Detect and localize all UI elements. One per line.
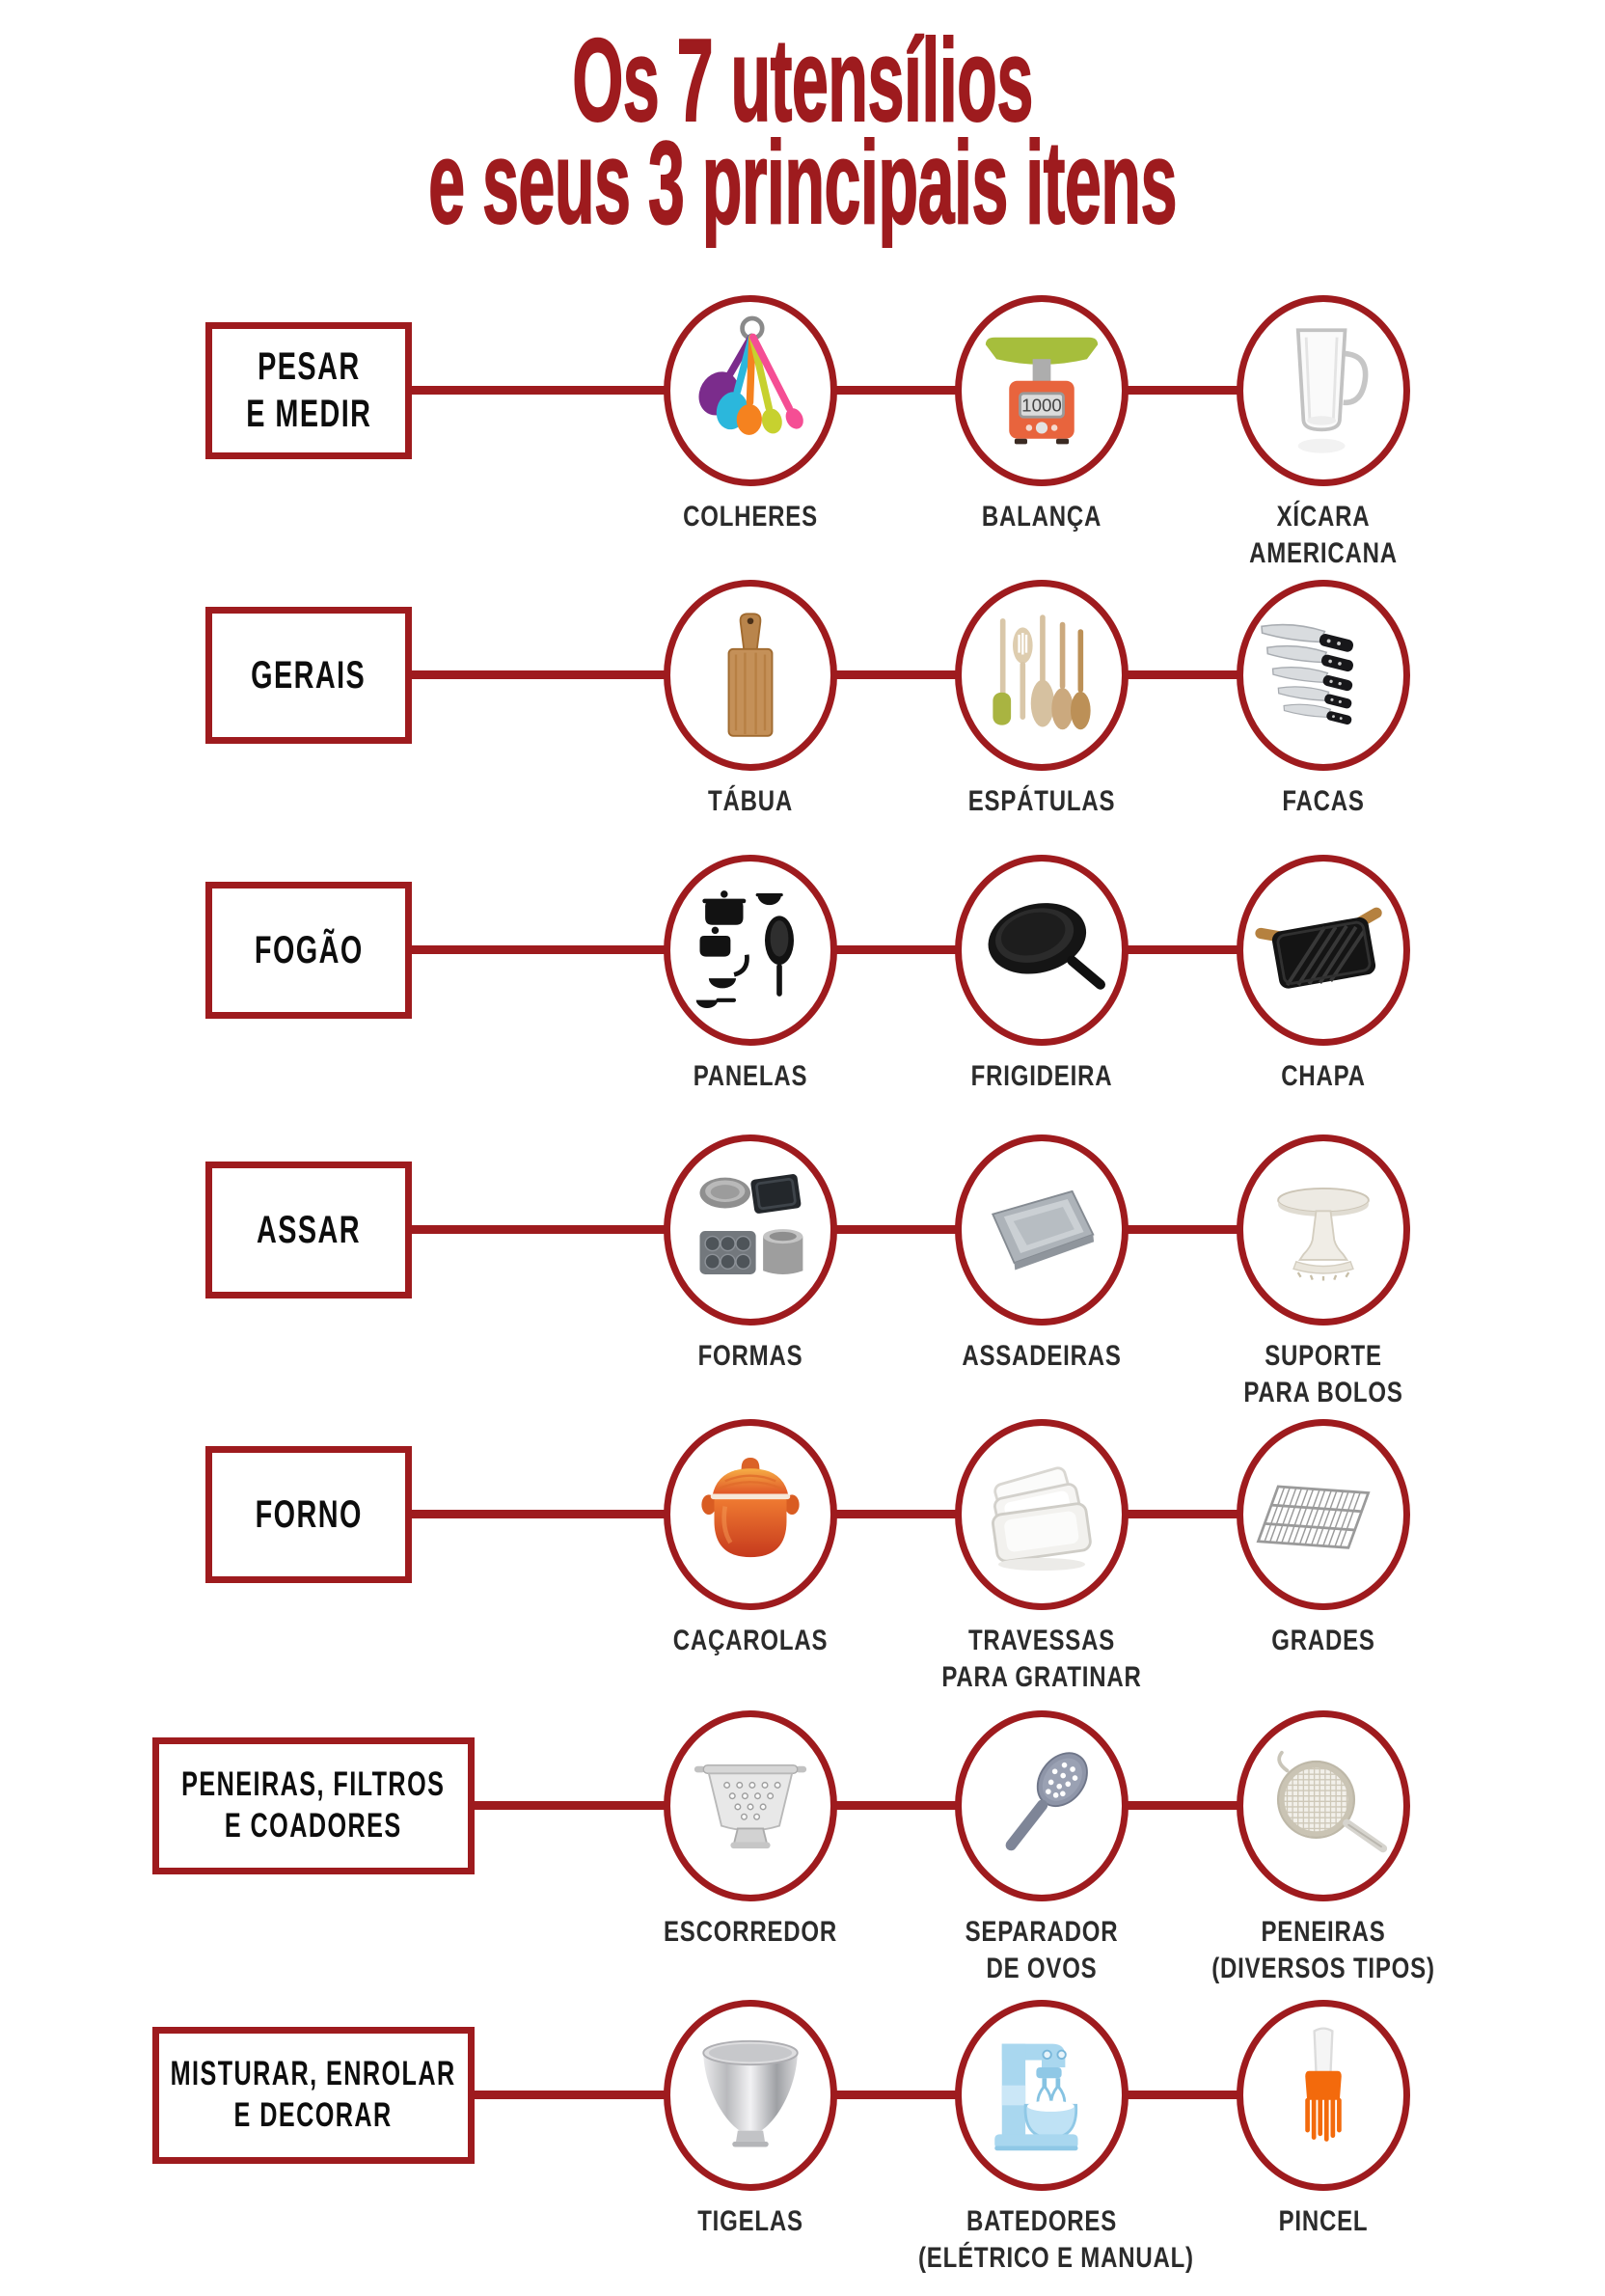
item-label: SUPORTE PARA BOLOS	[1243, 1340, 1403, 1408]
category-box: PENEIRAS, FILTROS E COADORES	[152, 1737, 475, 1874]
page-title: Os 7 utensílios e seus 3 principais iten…	[0, 14, 1605, 248]
title-line-2: e seus 3 principais itens	[428, 117, 1178, 248]
frying-pan-icon	[988, 903, 1105, 990]
item-label: FRIGIDEIRA	[970, 1060, 1113, 1092]
item-circle	[664, 295, 837, 486]
kitchen-scale-icon: 1000	[985, 337, 1099, 445]
category-box: GERAIS	[205, 607, 412, 744]
item-circle	[664, 2000, 837, 2191]
category-box: FOGÃO	[205, 882, 412, 1019]
item-label: SEPARADOR DE OVOS	[965, 1916, 1119, 1984]
item-label: ESPÁTULAS	[967, 785, 1116, 817]
item-circle	[1237, 1710, 1410, 1901]
item-label: FACAS	[1282, 785, 1365, 817]
baking-tins-icon	[699, 1174, 803, 1274]
baking-tray-icon	[991, 1189, 1095, 1271]
category-label: MISTURAR, ENROLAR E DECORAR	[170, 2055, 457, 2134]
item-circle	[1237, 855, 1410, 1046]
row-fogao: FOGÃO	[0, 855, 1605, 1154]
pots-icon	[695, 890, 794, 1008]
scale-display-value: 1000	[1021, 396, 1062, 416]
item-label: TRAVESSAS PARA GRATINAR	[941, 1625, 1142, 1693]
item-label: ESCORREDOR	[663, 1916, 838, 1948]
row-misturar-enrolar-decorar: MISTURAR, ENROLAR E DECORAR	[0, 2000, 1605, 2296]
category-label: FOGÃO	[254, 928, 364, 971]
item-label: PANELAS	[693, 1060, 808, 1092]
item-circle	[1237, 295, 1410, 486]
row-peneiras-filtros-coadores: PENEIRAS, FILTROS E COADORES	[0, 1710, 1605, 2009]
category-label: FORNO	[255, 1492, 363, 1536]
cake-stand-icon	[1277, 1187, 1370, 1281]
item-circle	[664, 1710, 837, 1901]
item-circle	[664, 580, 837, 771]
connector-line	[400, 1225, 1323, 1234]
item-circle	[1237, 2000, 1410, 2191]
item-circle	[955, 1134, 1129, 1326]
cutting-board-icon	[727, 613, 774, 737]
item-circle	[955, 2000, 1129, 2191]
grill-plate-icon	[1255, 907, 1382, 989]
item-circle: 1000	[955, 295, 1129, 486]
item-circle	[955, 855, 1129, 1046]
item-circle	[955, 1419, 1129, 1610]
item-circle	[664, 1134, 837, 1326]
category-box: PESAR E MEDIR	[205, 322, 412, 459]
category-label: GERAIS	[251, 653, 367, 697]
item-label: COLHERES	[683, 501, 818, 533]
gratin-dishes-icon	[992, 1466, 1092, 1572]
item-circle	[1237, 1134, 1410, 1326]
knife-set-icon	[1261, 623, 1354, 725]
item-label: TIGELAS	[697, 2205, 803, 2237]
item-label: PINCEL	[1278, 2205, 1369, 2237]
row-gerais: GERAIS	[0, 580, 1605, 879]
category-label: PENEIRAS, FILTROS E COADORES	[181, 1765, 446, 1845]
glass-measuring-mug-icon	[1295, 328, 1369, 453]
item-circle	[664, 1419, 837, 1610]
wire-rack-icon	[1256, 1485, 1371, 1549]
dutch-oven-icon	[701, 1457, 800, 1558]
item-label: BALANÇA	[981, 501, 1102, 533]
mixing-bowl-icon	[702, 2039, 799, 2147]
connector-line	[400, 386, 1323, 395]
category-box: FORNO	[205, 1446, 412, 1583]
item-circle	[955, 580, 1129, 771]
connector-line	[400, 945, 1323, 954]
item-label: FORMAS	[697, 1340, 803, 1372]
connector-line	[400, 670, 1323, 679]
category-box: MISTURAR, ENROLAR E DECORAR	[152, 2027, 475, 2164]
stand-mixer-icon	[994, 2043, 1078, 2151]
row-pesar-e-medir: PESAR E MEDIR 1000	[0, 295, 1605, 594]
row-assar: ASSAR	[0, 1134, 1605, 1434]
item-label: XÍCARA AMERICANA	[1249, 501, 1398, 569]
item-label: BATEDORES (ELÉTRICO E MANUAL)	[918, 2205, 1194, 2274]
item-label: ASSADEIRAS	[962, 1340, 1122, 1372]
item-circle	[1237, 580, 1410, 771]
item-label: PENEIRAS (DIVERSOS TIPOS)	[1211, 1916, 1435, 1984]
colander-icon	[694, 1764, 807, 1849]
connector-line	[463, 1801, 1323, 1810]
item-label: CAÇAROLAS	[672, 1625, 829, 1656]
connector-line	[463, 2091, 1323, 2099]
connector-line	[400, 1510, 1323, 1518]
category-label: PESAR E MEDIR	[245, 345, 372, 435]
slotted-spoon-icon	[1005, 1752, 1088, 1851]
item-label: TÁBUA	[708, 785, 793, 817]
item-label: GRADES	[1271, 1625, 1375, 1656]
item-circle	[664, 855, 837, 1046]
category-label: ASSAR	[256, 1208, 362, 1251]
sieve-icon	[1276, 1750, 1388, 1853]
category-box: ASSAR	[205, 1162, 412, 1298]
item-circle	[1237, 1419, 1410, 1610]
title-line-1: Os 7 utensílios	[572, 14, 1034, 146]
row-forno: FORNO	[0, 1419, 1605, 1718]
measuring-spoons-icon	[698, 315, 803, 435]
silicone-brush-icon	[1305, 2027, 1342, 2142]
wooden-spatulas-icon	[993, 615, 1091, 730]
item-label: CHAPA	[1281, 1060, 1366, 1092]
item-circle	[955, 1710, 1129, 1901]
